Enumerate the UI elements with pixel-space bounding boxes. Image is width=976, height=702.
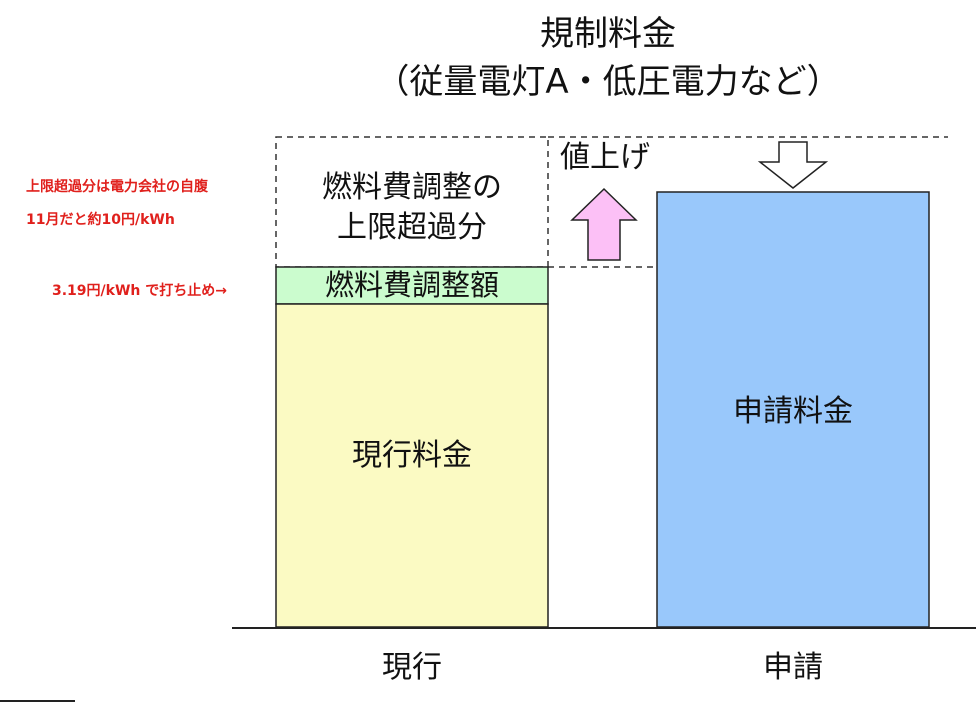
- excess-label-line2: 上限超過分: [337, 210, 487, 245]
- fuel-adjustment-label: 燃料費調整額: [324, 268, 499, 302]
- excess-burden-note: 上限超過分は電力会社の自腹: [26, 179, 208, 195]
- current-rate-segment: [275, 303, 549, 628]
- diagram-subtitle: （従量電灯A・低圧電力など）: [375, 62, 841, 102]
- increase-label: 値上げ: [560, 140, 650, 175]
- diagram-title: 規制料金: [540, 14, 676, 54]
- requested-rate-label: 申請料金: [733, 394, 853, 429]
- current-rate-label: 現行料金: [352, 438, 472, 473]
- excess-region: [275, 136, 549, 268]
- axis-label-current: 現行: [382, 650, 442, 685]
- fuel-adjustment-segment: [275, 266, 549, 305]
- excess-label-line1: 燃料費調整の: [322, 170, 502, 205]
- down-arrow-icon: [757, 141, 829, 189]
- cap-note: 3.19円/kWh で打ち止め→: [52, 283, 227, 299]
- requested-rate-bar: [656, 191, 930, 628]
- axis-label-requested: 申請: [763, 650, 823, 685]
- up-arrow-icon: [570, 187, 638, 261]
- november-estimate-note: 11月だと約10円/kWh: [26, 212, 175, 228]
